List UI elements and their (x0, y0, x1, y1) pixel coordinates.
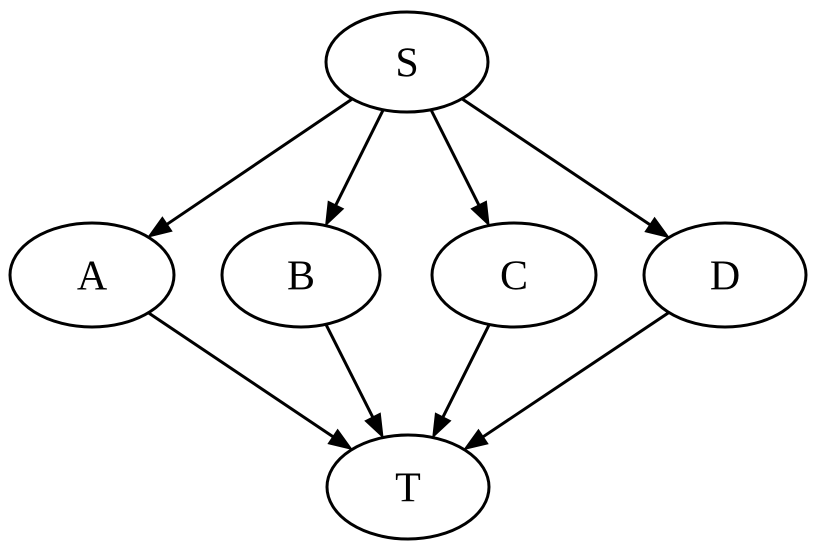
edge-S-C-arrowhead (470, 200, 490, 227)
node-D-ellipse (642, 221, 808, 329)
node-C-label: C (500, 253, 528, 299)
edge-D-T-arrowhead (462, 428, 489, 451)
edge-S-C-line (429, 109, 482, 208)
node-A-label: A (77, 253, 108, 299)
edge-B-T-line (324, 323, 375, 420)
edge-A-T-line (147, 311, 336, 439)
node-S-ellipse (324, 10, 490, 114)
edge-S-A-arrowhead (146, 216, 173, 238)
node-D-label: D (710, 253, 740, 299)
node-T-label: T (395, 465, 421, 511)
edge-S-A-line (164, 97, 354, 227)
edge-C-T-arrowhead (432, 412, 452, 439)
node-B-ellipse (220, 221, 382, 329)
edge-S-B-line (333, 109, 385, 208)
node-S-label: S (395, 40, 418, 86)
edge-S-B-arrowhead (324, 200, 345, 227)
node-T-ellipse (325, 433, 491, 541)
node-B-label: B (287, 253, 315, 299)
edge-D-T-line (480, 311, 670, 440)
edge-C-T-line (440, 323, 491, 420)
node-C-ellipse (430, 221, 598, 329)
node-A-ellipse (8, 221, 176, 329)
edge-S-D-arrowhead (644, 216, 671, 239)
edge-B-T-arrowhead (364, 412, 384, 439)
edge-S-D-line (461, 97, 653, 228)
edge-A-T-arrowhead (327, 428, 354, 451)
